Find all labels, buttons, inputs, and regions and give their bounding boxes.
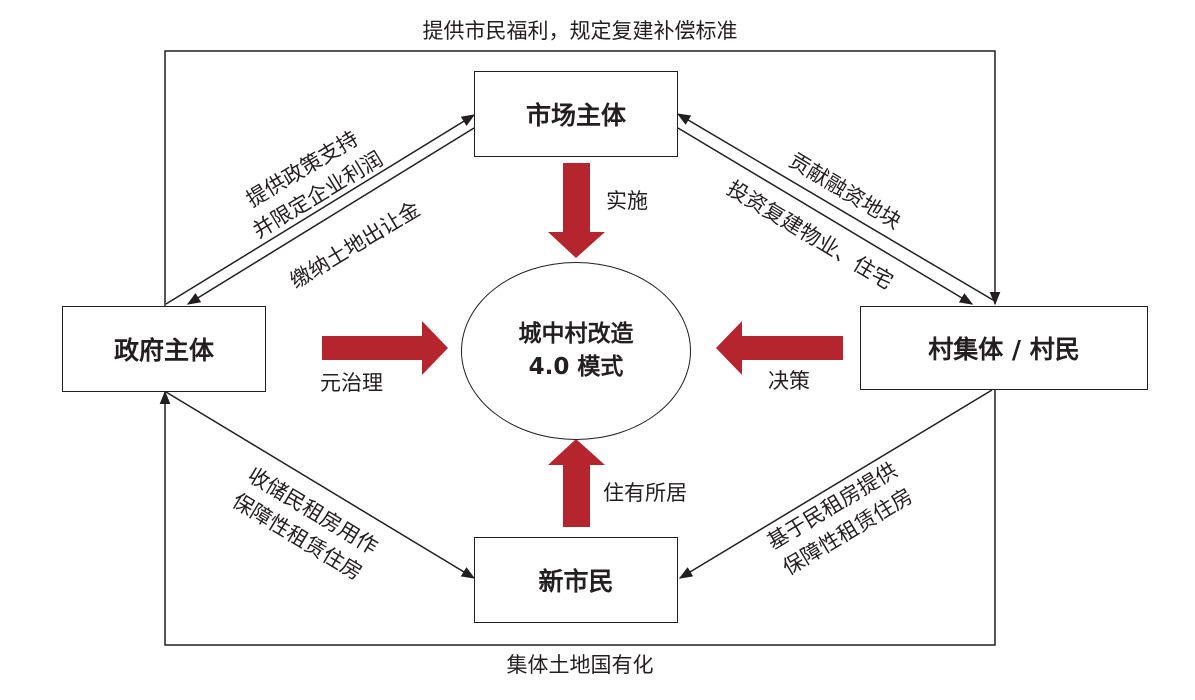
market-to-village-line <box>677 127 974 305</box>
market-node: 市场主体 <box>474 71 678 157</box>
red-arrow-from-new <box>548 439 605 527</box>
outer-bottom-line <box>159 390 996 646</box>
label-implement: 实施 <box>606 189 648 213</box>
outer-top-line <box>164 50 1001 306</box>
outer-top-label: 提供市民福利，规定复建补偿标准 <box>422 19 738 43</box>
center-title-line2: 4.0 模式 <box>528 354 624 380</box>
center-title-line1: 城中村改造 <box>518 321 634 347</box>
new-citizen-node: 新市民 <box>474 537 678 623</box>
gov-to-market-line <box>165 114 476 305</box>
label-housing: 住有所居 <box>603 481 687 505</box>
village-to-market-line <box>676 113 994 301</box>
red-arrow-from-market <box>548 163 605 258</box>
outer-bottom-label: 集体土地国有化 <box>506 653 654 677</box>
gov-to-new-line <box>165 391 476 579</box>
red-arrow-from-village <box>716 321 843 375</box>
label-decision: 决策 <box>768 369 810 393</box>
government-node: 政府主体 <box>62 306 266 392</box>
market-to-gov-line <box>186 127 475 305</box>
village-node: 村集体 / 村民 <box>860 306 1148 390</box>
village-to-new-line <box>678 389 993 579</box>
label-meta-governance: 元治理 <box>320 371 383 395</box>
center-ellipse: 城中村改造 4.0 模式 <box>461 262 691 440</box>
red-arrow-from-gov <box>322 321 448 375</box>
